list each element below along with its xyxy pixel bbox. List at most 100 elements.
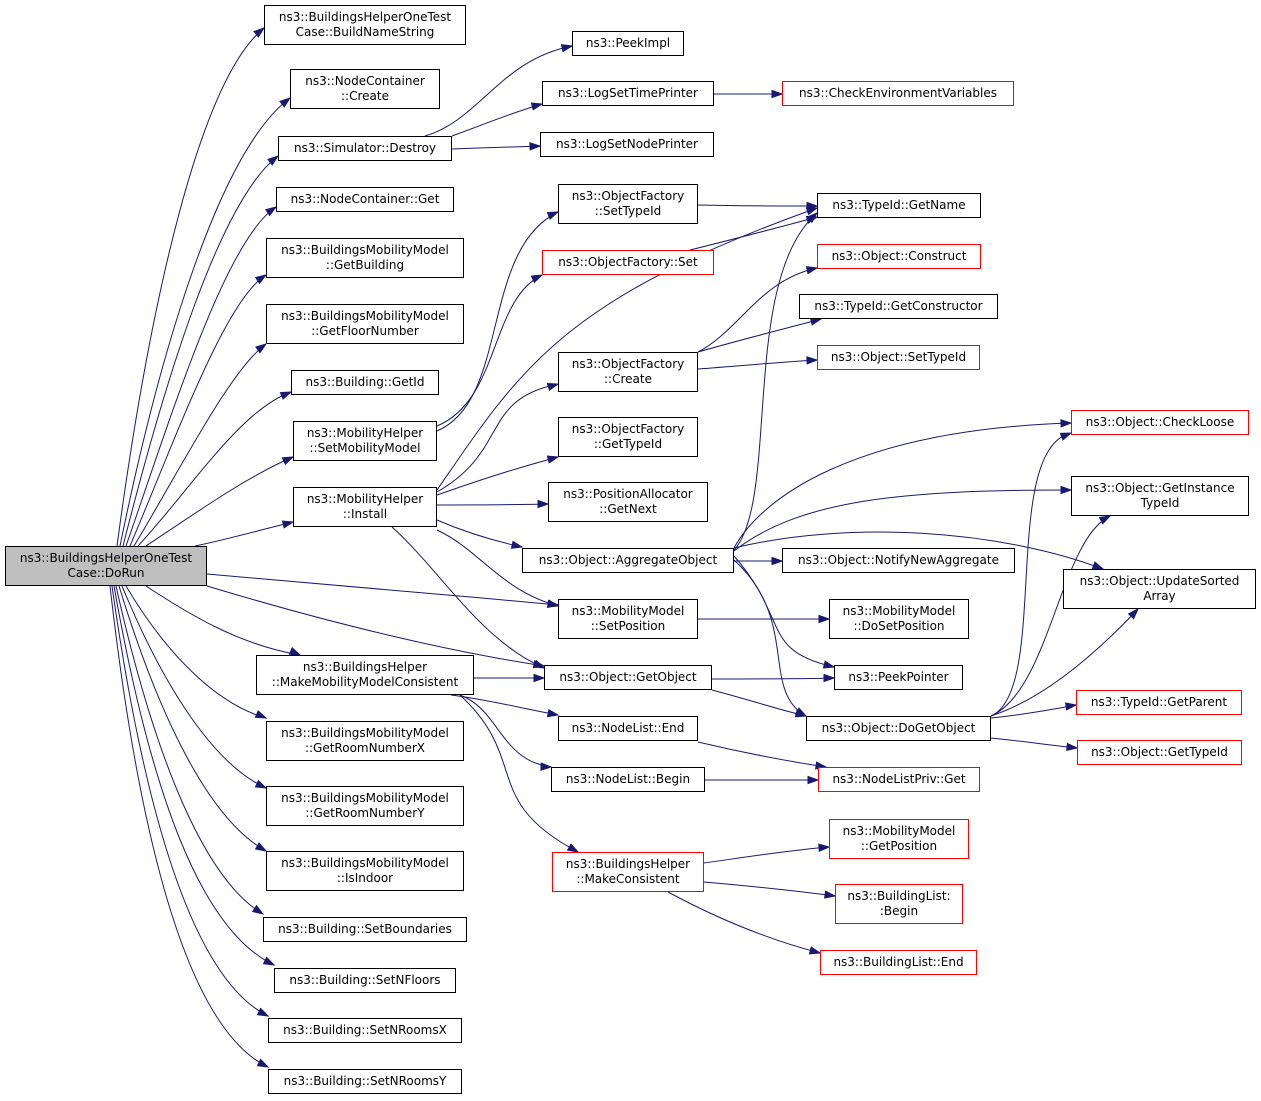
node-object-getinstancetypeid[interactable]: ns3::Object::GetInstance TypeId [1071,476,1249,516]
call-edge [436,274,543,427]
node-mobilityhelper-setmobilitymodel[interactable]: ns3::MobilityHelper ::SetMobilityModel [293,421,437,461]
node-object-aggregateobject[interactable]: ns3::Object::AggregateObject [522,548,734,573]
node-buildingsmobilitymodel-getbuilding[interactable]: ns3::BuildingsMobilityModel ::GetBuildin… [266,238,464,278]
node-object-checkloose[interactable]: ns3::Object::CheckLoose [1071,410,1249,435]
node-logsetnodeprinter[interactable]: ns3::LogSetNodePrinter [540,132,714,157]
node-checkenvironmentvariables[interactable]: ns3::CheckEnvironmentVariables [782,81,1014,106]
call-edge [436,383,559,493]
arrow-head-icon [540,762,553,771]
node-objectfactory-settypeid[interactable]: ns3::ObjectFactory ::SetTypeId [558,184,698,224]
arrow-head-icon [1060,485,1073,495]
node-objectfactory-create[interactable]: ns3::ObjectFactory ::Create [558,352,698,392]
node-building-setboundaries[interactable]: ns3::Building::SetBoundaries [263,917,467,942]
node-buildingsmobilitymodel-isindoor[interactable]: ns3::BuildingsMobilityModel ::IsIndoor [266,851,464,891]
arrow-head-icon [546,599,560,608]
arrow-head-icon [267,155,280,166]
node-object-notifynewaggregate[interactable]: ns3::Object::NotifyNewAggregate [782,548,1015,573]
node-buildingsmobilitymodel-getfloornumber[interactable]: ns3::BuildingsMobilityModel ::GetFloorNu… [266,304,464,344]
node-objectfactory-gettypeid[interactable]: ns3::ObjectFactory ::GetTypeId [558,417,698,457]
arrow-head-icon [546,382,560,392]
arrow-head-icon [1059,432,1073,441]
node-buildingshelper-makemobilitymodelconsistent[interactable]: ns3::BuildingsHelper ::MakeMobilityModel… [256,655,474,695]
node-mobilityhelper-install[interactable]: ns3::MobilityHelper ::Install [293,487,437,527]
node-positionallocator-getnext[interactable]: ns3::PositionAllocator ::GetNext [548,482,708,522]
node-nodelist-end[interactable]: ns3::NodeList::End [558,716,698,741]
arrow-head-icon [1066,742,1079,752]
arrow-head-icon [1091,561,1105,570]
call-edge [459,694,579,853]
call-edge [697,318,822,353]
call-edge [391,526,545,669]
node-nodelistpriv-get[interactable]: ns3::NodeListPriv::Get [818,767,980,792]
node-typeid-getname[interactable]: ns3::TypeId::GetName [817,193,981,218]
arrow-head-icon [771,89,784,99]
node-logsettimeprinter[interactable]: ns3::LogSetTimePrinter [542,81,714,106]
node-buildingsmobilitymodel-getroomnumbery[interactable]: ns3::BuildingsMobilityModel ::GetRoomNum… [266,786,464,826]
call-edge [137,391,292,547]
node-object-getobject[interactable]: ns3::Object::GetObject [544,665,712,690]
call-edge [459,694,552,768]
call-edge [121,585,267,789]
call-edge [990,432,1072,717]
call-edge [115,585,264,915]
node-mobilitymodel-setposition[interactable]: ns3::MobilityModel ::SetPosition [558,599,698,639]
arrow-head-icon [546,708,560,718]
call-edge [206,573,559,606]
node-buildinglist-end[interactable]: ns3::BuildingList::End [820,950,977,975]
arrow-head-icon [823,673,836,683]
node-nodecontainer-get[interactable]: ns3::NodeContainer::Get [276,187,454,212]
node-building-getid[interactable]: ns3::Building::GetId [291,370,439,395]
node-nodelist-begin[interactable]: ns3::NodeList::Begin [551,767,705,792]
call-edge [436,519,523,548]
node-building-setnroomsx[interactable]: ns3::Building::SetNRoomsX [268,1018,462,1043]
arrow-head-icon [818,614,831,624]
node-object-settypeid[interactable]: ns3::Object::SetTypeId [817,345,980,370]
call-edge [733,531,1104,570]
node-object-dogetobject[interactable]: ns3::Object::DoGetObject [806,716,991,741]
arrow-head-icon [256,1058,270,1068]
node-object-gettypeid[interactable]: ns3::Object::GetTypeId [1077,740,1242,765]
node-mobilitymodel-dosetposition[interactable]: ns3::MobilityModel ::DoSetPosition [829,599,969,639]
node-object-updatesortedarray[interactable]: ns3::Object::UpdateSorted Array [1063,569,1256,609]
call-edge [990,737,1078,749]
arrow-head-icon [806,201,819,211]
call-edge [113,585,275,966]
arrow-head-icon [1127,607,1140,620]
call-edge [733,212,818,551]
node-buildingshelperonetestcase-buildnamestring[interactable]: ns3::BuildingsHelperOneTest Case::BuildN… [264,5,466,45]
call-edge [689,216,818,251]
arrow-head-icon [532,659,546,669]
call-edge [125,206,277,547]
call-edge [697,204,818,207]
node-object-construct[interactable]: ns3::Object::Construct [817,244,981,269]
arrow-head-icon [794,709,808,718]
call-edge [424,45,573,137]
node-buildingsmobilitymodel-getroomnumberx[interactable]: ns3::BuildingsMobilityModel ::GetRoomNum… [266,721,464,761]
arrow-head-icon [254,274,268,285]
node-mobilitymodel-getposition[interactable]: ns3::MobilityModel ::GetPosition [829,819,969,859]
node-buildinglist-begin[interactable]: ns3::BuildingList: :Begin [835,884,963,924]
node-peekimpl[interactable]: ns3::PeekImpl [572,31,684,56]
node-nodecontainer-create[interactable]: ns3::NodeContainer ::Create [290,69,440,109]
arrow-head-icon [251,904,265,915]
node-objectfactory-set[interactable]: ns3::ObjectFactory::Set [542,250,714,275]
node-buildingshelper-makeconsistent[interactable]: ns3::BuildingsHelper ::MakeConsistent [552,852,704,892]
call-edge [436,207,818,491]
call-edge [436,503,549,506]
call-edge [129,274,267,547]
node-peekpointer[interactable]: ns3::PeekPointer [834,665,963,690]
arrow-head-icon [510,540,524,549]
node-simulator-destroy[interactable]: ns3::Simulator::Destroy [278,136,452,161]
node-building-setnroomsy[interactable]: ns3::Building::SetNRoomsY [268,1069,462,1094]
call-edge [119,97,291,547]
call-edge [111,585,269,1017]
call-edge [733,489,1072,552]
arrow-head-icon [254,842,268,852]
node-typeid-getparent[interactable]: ns3::TypeId::GetParent [1076,690,1242,715]
node-building-setnfloors[interactable]: ns3::Building::SetNFloors [274,968,456,993]
call-edge [703,846,830,864]
arrow-head-icon [537,499,550,509]
node-typeid-getconstructor[interactable]: ns3::TypeId::GetConstructor [799,294,998,319]
arrow-head-icon [530,102,544,111]
